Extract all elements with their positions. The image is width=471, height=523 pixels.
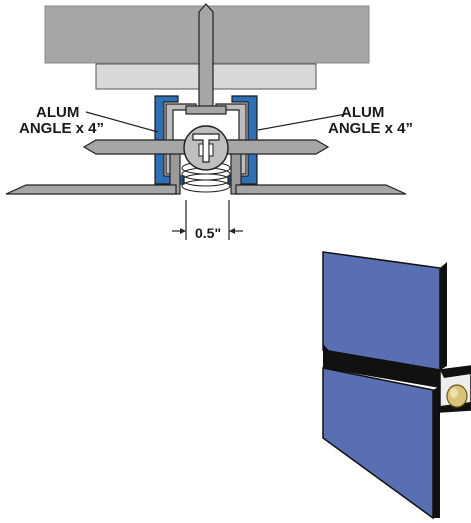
floor-flange-right [235, 184, 407, 195]
backing-channel-top [440, 366, 471, 378]
lower-panel-face [322, 367, 434, 520]
label-left-angle-line2: ANGLE x 4” [19, 120, 104, 137]
blue-channel-left [154, 95, 185, 185]
leader-left [85, 111, 159, 133]
blue-channel-right [227, 95, 258, 185]
seal-backer-rod-highlight [450, 388, 458, 398]
rod-crossbar [185, 105, 227, 115]
pivot-pin-left [198, 143, 204, 157]
vertical-anchor-rod [198, 3, 214, 113]
leader-right [257, 113, 347, 131]
label-left-angle-line1: ALUM [36, 104, 79, 121]
pivot-t-bolt [192, 133, 220, 163]
pivot-pin-right [208, 143, 214, 157]
alum-angle-right [215, 103, 247, 175]
joint-gap [323, 350, 440, 388]
joint-notch [323, 344, 334, 368]
lower-panel-edge [433, 386, 440, 518]
dim-arrow-left [172, 228, 186, 234]
floor-flange-left [5, 184, 177, 195]
label-right-angle-line1: ALUM [341, 104, 384, 121]
upper-panel-face [322, 251, 441, 371]
alum-angle-left [165, 103, 197, 175]
label-gap-dimension: 0.5" [195, 225, 221, 241]
dim-arrow-right [229, 228, 243, 234]
label-right-angle-line2: ANGLE x 4” [328, 120, 413, 137]
upper-panel-edge [440, 262, 447, 370]
